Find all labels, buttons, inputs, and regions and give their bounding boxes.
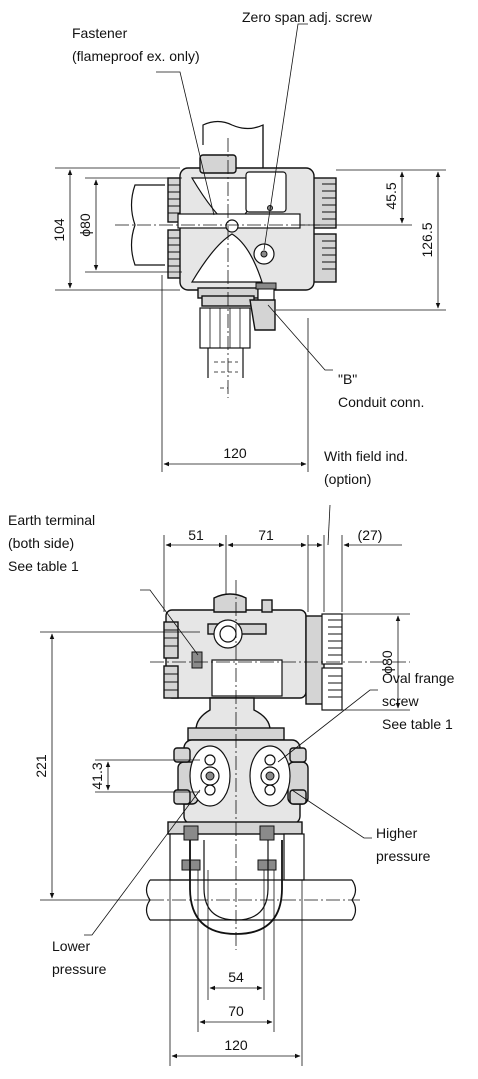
label-earth-3: See table 1: [8, 558, 79, 574]
fastener-leader: [156, 71, 215, 216]
top-amp-box: [245, 171, 287, 213]
zero-span-leader: [263, 23, 308, 251]
label-higher-1: Higher: [376, 825, 418, 841]
higher-leader: [291, 789, 372, 839]
top-pipe-horizontal: [130, 184, 165, 266]
top-process-fitting: [199, 307, 251, 389]
earth-terminal: [191, 651, 203, 669]
top-view: [55, 23, 446, 472]
top-cap: [199, 154, 237, 174]
dim-70: [197, 870, 275, 1032]
dim-41-3: [95, 759, 200, 793]
label-oval-3: See table 1: [382, 716, 453, 732]
label-zero-span: Zero span adj. screw: [242, 9, 373, 25]
dim-120-bottom: [169, 880, 303, 1066]
dim-text-45-5: 45.5: [383, 182, 399, 209]
dim-text-phi80-top: ϕ80: [77, 213, 93, 237]
dim-phi80-side: [342, 613, 410, 711]
dim-text-71: 71: [258, 527, 274, 543]
dim-54: [207, 870, 265, 1000]
front-display: [211, 659, 283, 697]
dim-text-phi80-side: ϕ80: [379, 650, 395, 674]
label-fastener-1: Fastener: [72, 25, 128, 41]
label-field-ind-1: With field ind.: [324, 448, 408, 464]
dim-text-70: 70: [228, 1003, 244, 1019]
dim-text-54: 54: [228, 969, 244, 985]
label-earth-2: (both side): [8, 535, 74, 551]
dim-45-5: [300, 169, 412, 226]
label-lower-1: Lower: [52, 938, 90, 954]
oval-leader: [277, 689, 378, 763]
label-lower-2: pressure: [52, 961, 107, 977]
front-oval-flanges: [173, 745, 307, 807]
label-field-ind-2: (option): [324, 471, 371, 487]
front-top-cap: [213, 593, 247, 613]
dim-104: [55, 167, 180, 291]
front-left-fins: [163, 621, 179, 699]
label-oval-2: screw: [382, 693, 419, 709]
top-pipe-vertical: [202, 120, 264, 170]
dim-27: [308, 504, 402, 612]
label-earth-1: Earth terminal: [8, 512, 95, 528]
dim-text-51: 51: [188, 527, 204, 543]
label-fastener-2: (flameproof ex. only): [72, 48, 200, 64]
dim-text-41-3: 41.3: [89, 762, 105, 789]
label-b-mark: "B": [338, 371, 357, 387]
b-leader: [267, 304, 333, 371]
dim-phi80-top: [85, 177, 182, 273]
top-center-hole: [225, 219, 239, 233]
dim-126-5: [276, 169, 446, 311]
dim-120-top: [161, 275, 309, 472]
earth-leader: [140, 589, 199, 656]
dim-text-126-5: 126.5: [419, 222, 435, 257]
label-conduit: Conduit conn.: [338, 394, 424, 410]
front-right-fins: [305, 613, 343, 711]
dim-text-27: (27): [358, 527, 383, 543]
dim-text-120-bottom: 120: [224, 1037, 248, 1053]
dim-text-104: 104: [51, 218, 67, 242]
lower-leader: [84, 789, 201, 936]
dim-text-221: 221: [33, 754, 49, 778]
label-higher-2: pressure: [376, 848, 431, 864]
top-right-cover: [311, 177, 337, 283]
label-oval-1: Oval frange: [382, 670, 455, 686]
top-conduit: [249, 299, 276, 331]
front-view: [40, 504, 410, 1066]
front-neck: [195, 697, 271, 731]
dim-221: [40, 631, 200, 901]
dim-text-120-top: 120: [223, 445, 247, 461]
dim-51-71: [163, 535, 309, 612]
